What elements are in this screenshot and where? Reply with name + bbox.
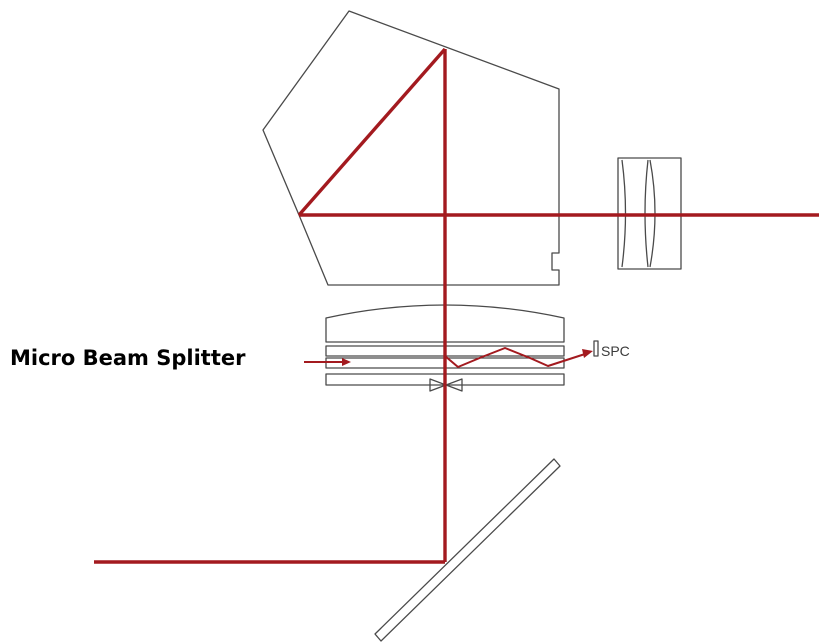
beam-splitter-label: Micro Beam Splitter xyxy=(10,346,246,370)
reflex-mirror xyxy=(374,458,561,642)
bowtie-marker xyxy=(429,378,463,392)
callout-arrowhead xyxy=(342,358,351,366)
spc-sensor xyxy=(593,340,599,357)
pentaprism xyxy=(262,10,560,286)
light-path-prism-diagonal xyxy=(297,47,447,217)
light-path-zigzag xyxy=(444,347,586,368)
condenser-lens xyxy=(325,304,565,343)
spc-arrowhead xyxy=(582,349,593,358)
eyepiece-lens-element xyxy=(621,159,656,268)
spc-label: SPC xyxy=(601,343,630,359)
